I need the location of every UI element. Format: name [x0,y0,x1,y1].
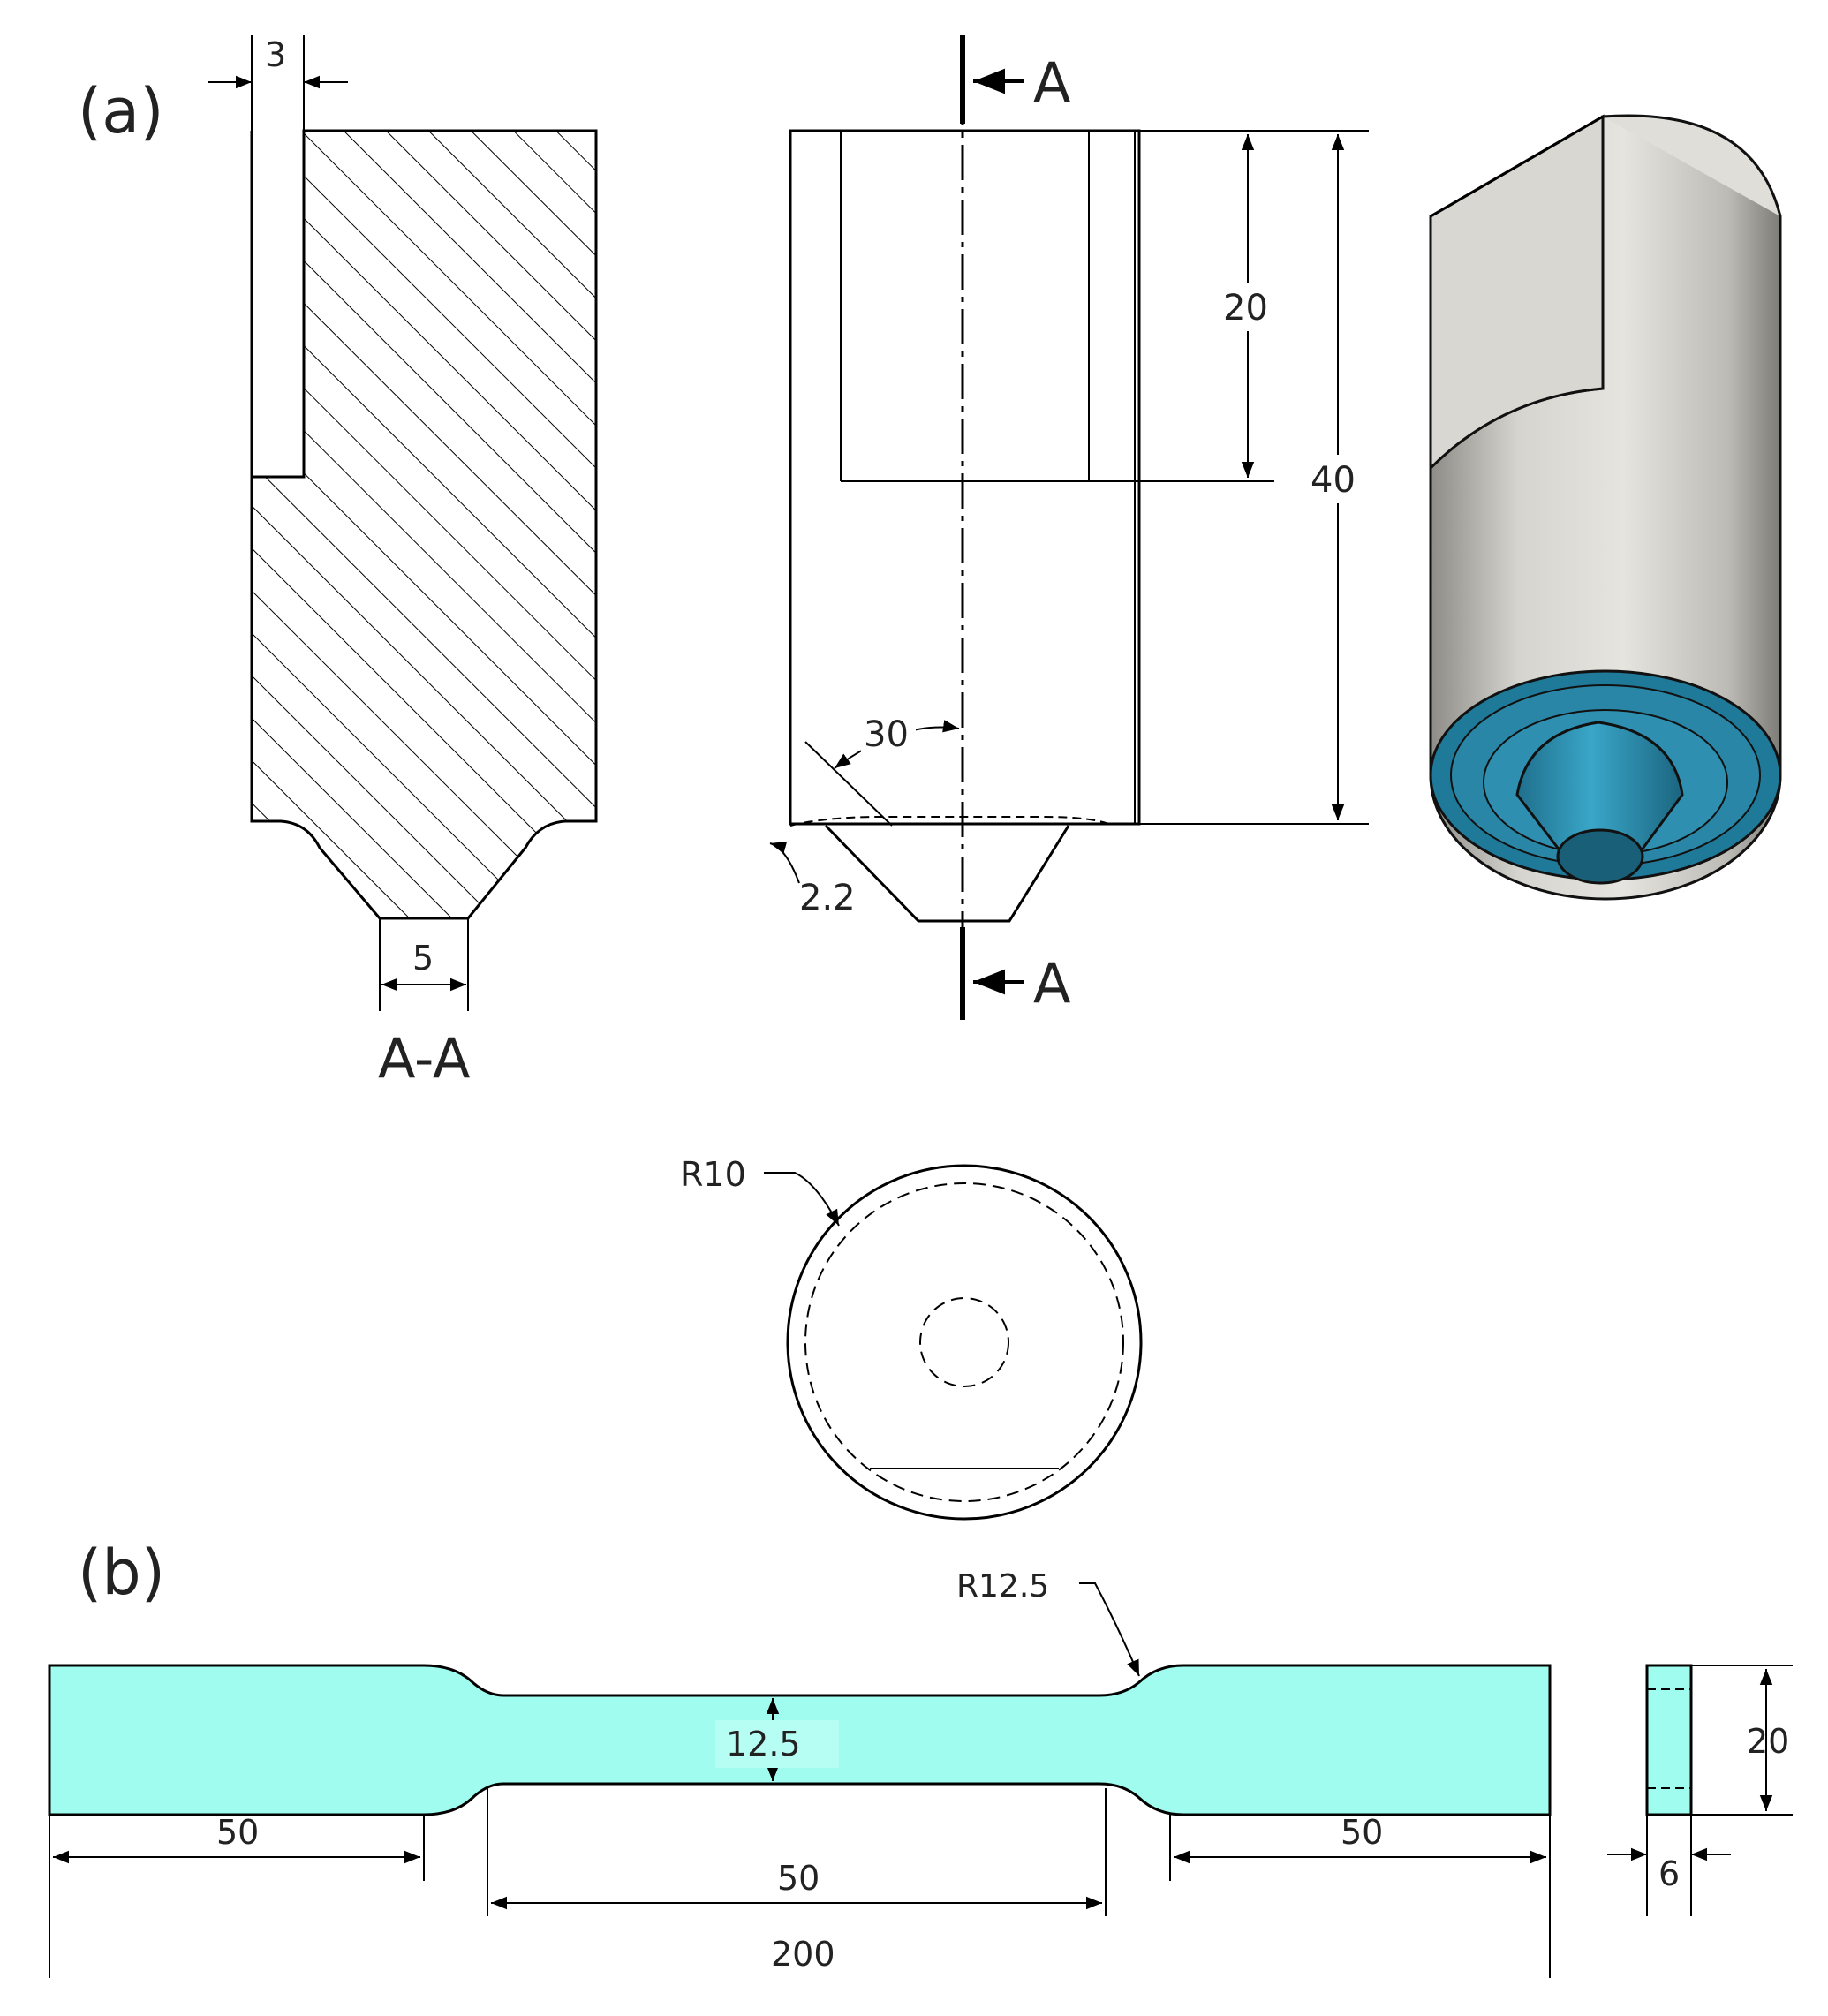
fillet-leader [1079,1582,1140,1677]
fillet-radius-label: R12.5 [956,1568,1049,1604]
neck-label-bg [715,1720,839,1768]
radius-leader [764,1172,840,1227]
front-body [789,129,1141,826]
thickness-label: 6 [1658,1854,1680,1893]
neck-width-label: 12.5 [726,1725,801,1763]
tip-dashed-circle [919,1297,1009,1387]
upper-length-gap [1223,283,1273,331]
angle-label: 30 [864,714,909,755]
isometric-tool-view [1429,114,1782,901]
angle-gap [861,711,916,755]
gauge-label: 50 [777,1859,820,1898]
top-arc [1602,114,1782,217]
section-view-a-a: 3 5 A-A [208,35,598,1091]
tip-outline [824,824,1070,923]
panel-a-label: (a) [78,75,164,147]
top-view: R10 [680,1155,1143,1521]
flat-face [1429,114,1605,472]
grip-right-label: 50 [1341,1813,1383,1852]
outer-circle [786,1164,1143,1521]
section-marker-bottom: A [1033,951,1070,1016]
cone-tip [1556,828,1644,885]
total-length-gap [1309,455,1367,503]
tensile-specimen: 12.5 R12.5 50 50 50 200 [48,1568,1552,1978]
front-view: A A 20 40 30 2.2 [769,35,1369,1020]
inner-dashed-circle [804,1182,1124,1502]
grip-left-label: 50 [216,1813,259,1852]
slot-outline [250,131,306,479]
side-body [1645,1664,1693,1816]
height-label: 20 [1747,1722,1789,1761]
section-marker-top: A [1033,50,1070,115]
tip-width-label: 5 [412,939,434,978]
section-label: A-A [378,1026,470,1091]
upper-length-label: 20 [1223,288,1268,328]
cone [1515,721,1684,857]
specimen-side-view: 20 6 [1607,1664,1793,1916]
panel-b-label: (b) [78,1537,165,1609]
fillet-label: 2.2 [799,878,856,918]
slot-width-label: 3 [265,35,286,74]
total-label: 200 [771,1935,835,1974]
top-edge [1430,115,1604,218]
fillet-arc [769,841,800,884]
angle-leader [804,741,893,827]
radius-label: R10 [680,1155,746,1194]
total-length-label: 40 [1311,460,1356,501]
